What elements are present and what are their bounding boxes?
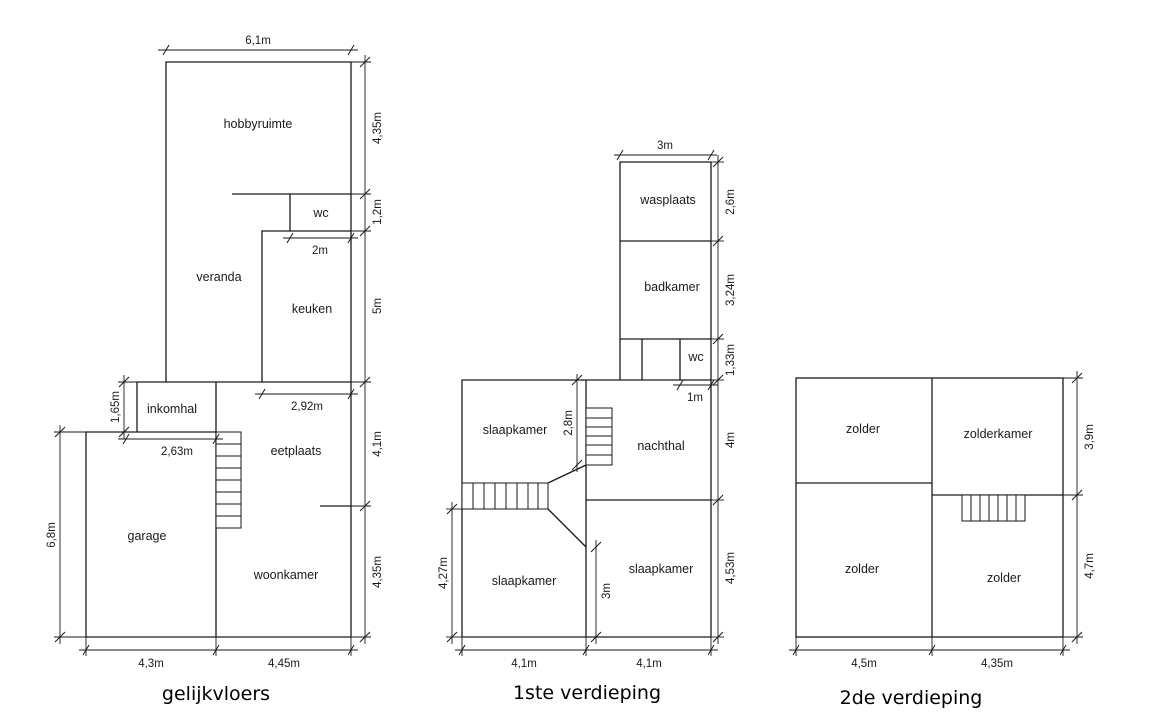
dim-first-se-height: 4,53m [725, 552, 737, 584]
dim-first-right-width: 4,1m [636, 658, 662, 670]
floor-ground: hobbyruimte wc veranda keuken inkomhal e… [46, 35, 384, 705]
second-staircase [961, 494, 1026, 522]
dim-first-top-width: 3m [657, 140, 673, 152]
room-label-zolder-se: zolder [987, 571, 1021, 585]
room-label-wc: wc [312, 206, 328, 220]
room-label-zolder-sw: zolder [845, 562, 879, 576]
dim-ground-top-width: 6,1m [245, 35, 271, 47]
room-label-slaapkamer-nw: slaapkamer [483, 423, 548, 437]
dim-first-badkamer-height: 3,24m [725, 274, 737, 306]
dim-first-wc-height: 1,33m [725, 344, 737, 376]
room-label-slaapkamer-sw: slaapkamer [492, 574, 557, 588]
dim-ground-woonkamer-height: 4,35m [372, 556, 384, 588]
dim-second-top-height: 3,9m [1084, 424, 1096, 450]
floor-second: zolder zolderkamer zolder zolder 3,9m 4,… [789, 371, 1096, 709]
floor-title-first: 1ste verdieping [513, 682, 661, 704]
room-label-inkomhal: inkomhal [147, 402, 197, 416]
dim-first-nachthal-height: 4m [725, 432, 737, 448]
dim-second-right-width: 4,35m [981, 658, 1013, 670]
dim-ground-garage-height: 6,8m [46, 522, 58, 548]
floor-title-ground: gelijkvloers [162, 683, 270, 705]
floor-first: wasplaats badkamer wc slaapkamer nachtha… [438, 140, 737, 704]
dim-ground-woonkamer-width: 4,45m [268, 658, 300, 670]
dim-ground-wc-height: 1,2m [372, 199, 384, 225]
dim-first-wc-width: 1m [687, 392, 703, 404]
dim-ground-inkomhal-height: 1,65m [110, 391, 122, 423]
ground-walls [85, 61, 352, 638]
room-label-woonkamer: woonkamer [253, 568, 319, 582]
room-label-slaapkamer-se: slaapkamer [629, 562, 694, 576]
floor-title-second: 2de verdieping [840, 687, 983, 709]
first-dimension-lines [446, 149, 724, 656]
first-staircase-vertical [585, 407, 613, 466]
dim-ground-eetplaats-height: 4,1m [372, 431, 384, 457]
dim-ground-wc-width: 2m [312, 245, 328, 257]
dim-second-bottom-height: 4,7m [1084, 553, 1096, 579]
dim-first-left-width: 4,1m [511, 658, 537, 670]
dim-ground-garage-width: 4,3m [138, 658, 164, 670]
dim-ground-keuken-height: 5m [372, 298, 384, 314]
dim-ground-keuken-width: 2,92m [291, 401, 323, 413]
room-label-badkamer: badkamer [644, 280, 700, 294]
room-label-wc-first: wc [687, 350, 703, 364]
ground-staircase [215, 431, 242, 529]
room-label-zolderkamer: zolderkamer [964, 427, 1033, 441]
dim-first-sw-height: 4,27m [438, 557, 450, 589]
room-label-wasplaats: wasplaats [639, 193, 696, 207]
dim-ground-hobby-height: 4,35m [372, 112, 384, 144]
dim-second-left-width: 4,5m [851, 658, 877, 670]
dim-first-nw-height: 2,8m [563, 410, 575, 436]
room-label-garage: garage [128, 529, 167, 543]
room-label-hobbyruimte: hobbyruimte [224, 117, 293, 131]
room-label-keuken: keuken [292, 302, 332, 316]
room-label-zolder-nw: zolder [846, 422, 880, 436]
second-dimension-lines [789, 371, 1083, 656]
room-label-veranda: veranda [196, 270, 241, 284]
room-label-nachthal: nachthal [637, 439, 684, 453]
dim-first-se-inner-height: 3m [601, 583, 613, 599]
dim-first-wasplaats-height: 2,6m [725, 189, 737, 215]
room-label-eetplaats: eetplaats [271, 444, 322, 458]
first-staircase-horizontal [461, 482, 549, 510]
dim-ground-inkomhal-width: 2,63m [161, 446, 193, 458]
ground-dimension-lines [54, 44, 371, 656]
